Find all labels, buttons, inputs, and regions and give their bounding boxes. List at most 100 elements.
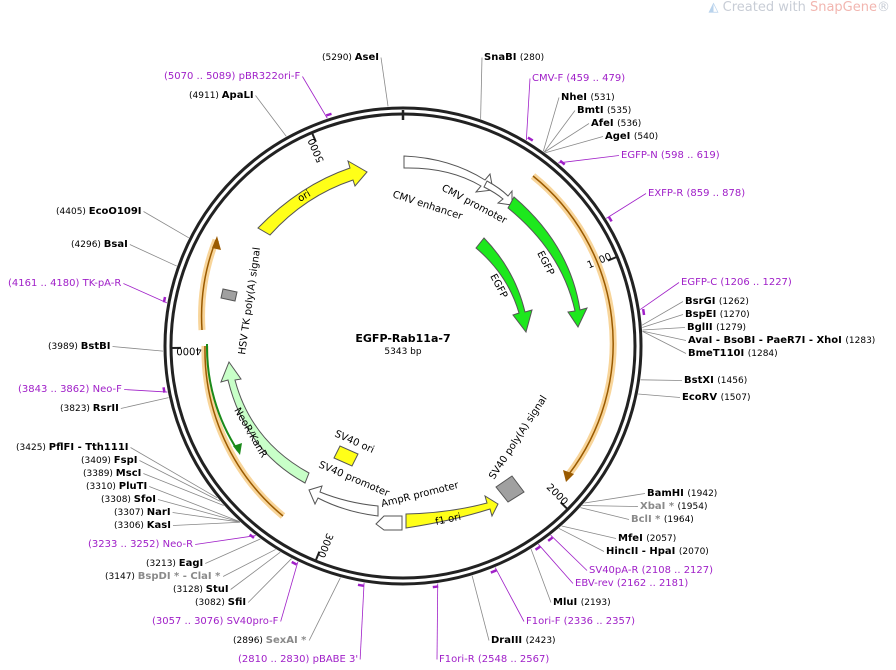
primer-label: EXFP-R (859 .. 878) xyxy=(648,188,745,199)
site-label: BmeT110I (1284) xyxy=(688,348,778,359)
leader-line xyxy=(124,389,168,393)
leader-line xyxy=(641,301,684,326)
tick-mark xyxy=(559,501,569,511)
leader-line xyxy=(480,57,483,119)
leader-line xyxy=(538,543,574,584)
primer-mark xyxy=(527,136,534,142)
leader-line xyxy=(642,314,684,328)
primer-label: EGFP-C (1206 .. 1227) xyxy=(681,277,792,288)
leader-line xyxy=(530,548,552,603)
leader-line xyxy=(205,538,261,564)
leader-line xyxy=(195,535,256,545)
feature-sv40-ori xyxy=(333,445,359,467)
leader-lines xyxy=(112,57,687,660)
primer-mark xyxy=(534,545,541,551)
feature-label: NeoR/KanR xyxy=(231,406,268,460)
site-label: (3389) MscI xyxy=(83,468,141,479)
feature-f1-ori xyxy=(405,494,499,529)
plasmid-size: 5343 bp xyxy=(384,347,421,357)
primer-label: F1ori-F (2336 .. 2357) xyxy=(526,616,635,627)
primer-label: EBV-rev (2162 .. 2181) xyxy=(575,578,688,589)
orf-arc-egfp-core xyxy=(532,175,614,475)
leader-line xyxy=(545,136,604,154)
leader-line xyxy=(525,78,531,141)
primer-label: (2810 .. 2830) pBABE 3' xyxy=(238,654,358,665)
primer-label: SV40pA-R (2108 .. 2127) xyxy=(589,565,713,576)
primer-mark xyxy=(547,536,554,542)
feature-arrows xyxy=(220,155,588,531)
site-label: XbaI * (1954) xyxy=(640,501,707,512)
leader-line xyxy=(380,57,389,107)
feature-sv40-polya xyxy=(495,475,525,503)
leader-line xyxy=(543,110,576,153)
leader-line xyxy=(580,507,630,520)
primer-mark xyxy=(162,387,166,393)
leader-line xyxy=(606,193,647,219)
site-label: AfeI (536) xyxy=(591,118,641,129)
leader-line xyxy=(143,211,189,239)
leader-line xyxy=(255,95,287,137)
leader-line xyxy=(129,244,177,267)
primer-mark xyxy=(291,560,298,566)
primer-label: (3057 .. 3076) SV40pro-F xyxy=(152,616,279,627)
feature-label: SV40 promoter xyxy=(317,460,392,500)
site-label: (3306) KasI xyxy=(114,520,171,531)
leader-line xyxy=(123,283,168,304)
site-label: BsrGI (1262) xyxy=(685,296,749,307)
leader-line xyxy=(544,123,590,153)
tick-label: 3000 xyxy=(315,531,335,559)
leader-line xyxy=(561,525,617,539)
leader-line xyxy=(638,393,681,398)
primer-label: (3233 .. 3252) Neo-R xyxy=(88,539,193,550)
site-label: (3310) PluTI xyxy=(86,481,147,492)
site-label: BclI * (1964) xyxy=(631,514,694,525)
leader-line xyxy=(247,558,292,603)
site-label: (3409) FspI xyxy=(81,455,137,466)
primer-mark xyxy=(490,569,497,574)
leader-line xyxy=(642,331,687,354)
primer-mark xyxy=(162,296,167,303)
feature-egfp-outer xyxy=(507,196,588,329)
primer-label: CMV-F (459 .. 479) xyxy=(532,73,625,84)
site-label: BstXI (1456) xyxy=(684,375,747,386)
site-label: (3307) NarI xyxy=(114,507,171,518)
primer-mark xyxy=(607,216,613,223)
site-label: (3082) SfiI xyxy=(195,597,246,608)
feature-cmv-promoter xyxy=(483,180,513,206)
feature-sv40-promoter xyxy=(308,485,379,517)
orf-arc-hsv-head xyxy=(212,236,221,250)
tick-label: 2000 xyxy=(544,482,570,508)
tick-mark xyxy=(311,132,317,143)
orf-arc-egfp-head xyxy=(563,470,574,482)
backbone-outer xyxy=(163,106,643,586)
feature-ampr-promoter xyxy=(375,515,403,531)
leader-line xyxy=(359,582,365,660)
site-label: (4296) BsaI xyxy=(71,239,128,250)
site-label: (4405) EcoO109I xyxy=(56,206,142,217)
orf-arc-egfp xyxy=(530,173,617,477)
feature-label: SV40 poly(A) signal xyxy=(487,394,549,482)
site-label: BglII (1279) xyxy=(687,322,746,333)
leader-line xyxy=(143,473,224,506)
site-label: SnaBI (280) xyxy=(484,52,544,63)
orf-arc-green-small xyxy=(205,343,239,452)
site-label: DraIII (2423) xyxy=(491,635,556,646)
site-label: (2896) SexAI * xyxy=(233,635,307,646)
primer-mark xyxy=(325,112,332,117)
site-label: AgeI (540) xyxy=(605,131,658,142)
snapgene-logo-icon: ◭ xyxy=(708,0,723,15)
leader-line xyxy=(230,551,281,590)
leader-line xyxy=(308,577,341,641)
site-label: (3308) SfoI xyxy=(101,494,156,505)
primer-mark xyxy=(432,585,439,589)
feature-label: HSV TK poly(A) signal xyxy=(237,247,263,356)
site-label: BspEI (1270) xyxy=(685,309,750,320)
site-label: (4911) ApaLI xyxy=(189,90,254,101)
leader-line xyxy=(302,76,328,119)
leader-line xyxy=(542,97,560,152)
site-label: AvaI - BsoBI - PaeR7I - XhoI (1283) xyxy=(688,335,875,346)
primer-label: (4161 .. 4180) TK-pA-R xyxy=(8,278,121,289)
leader-line xyxy=(172,512,240,523)
leader-line xyxy=(639,282,680,310)
